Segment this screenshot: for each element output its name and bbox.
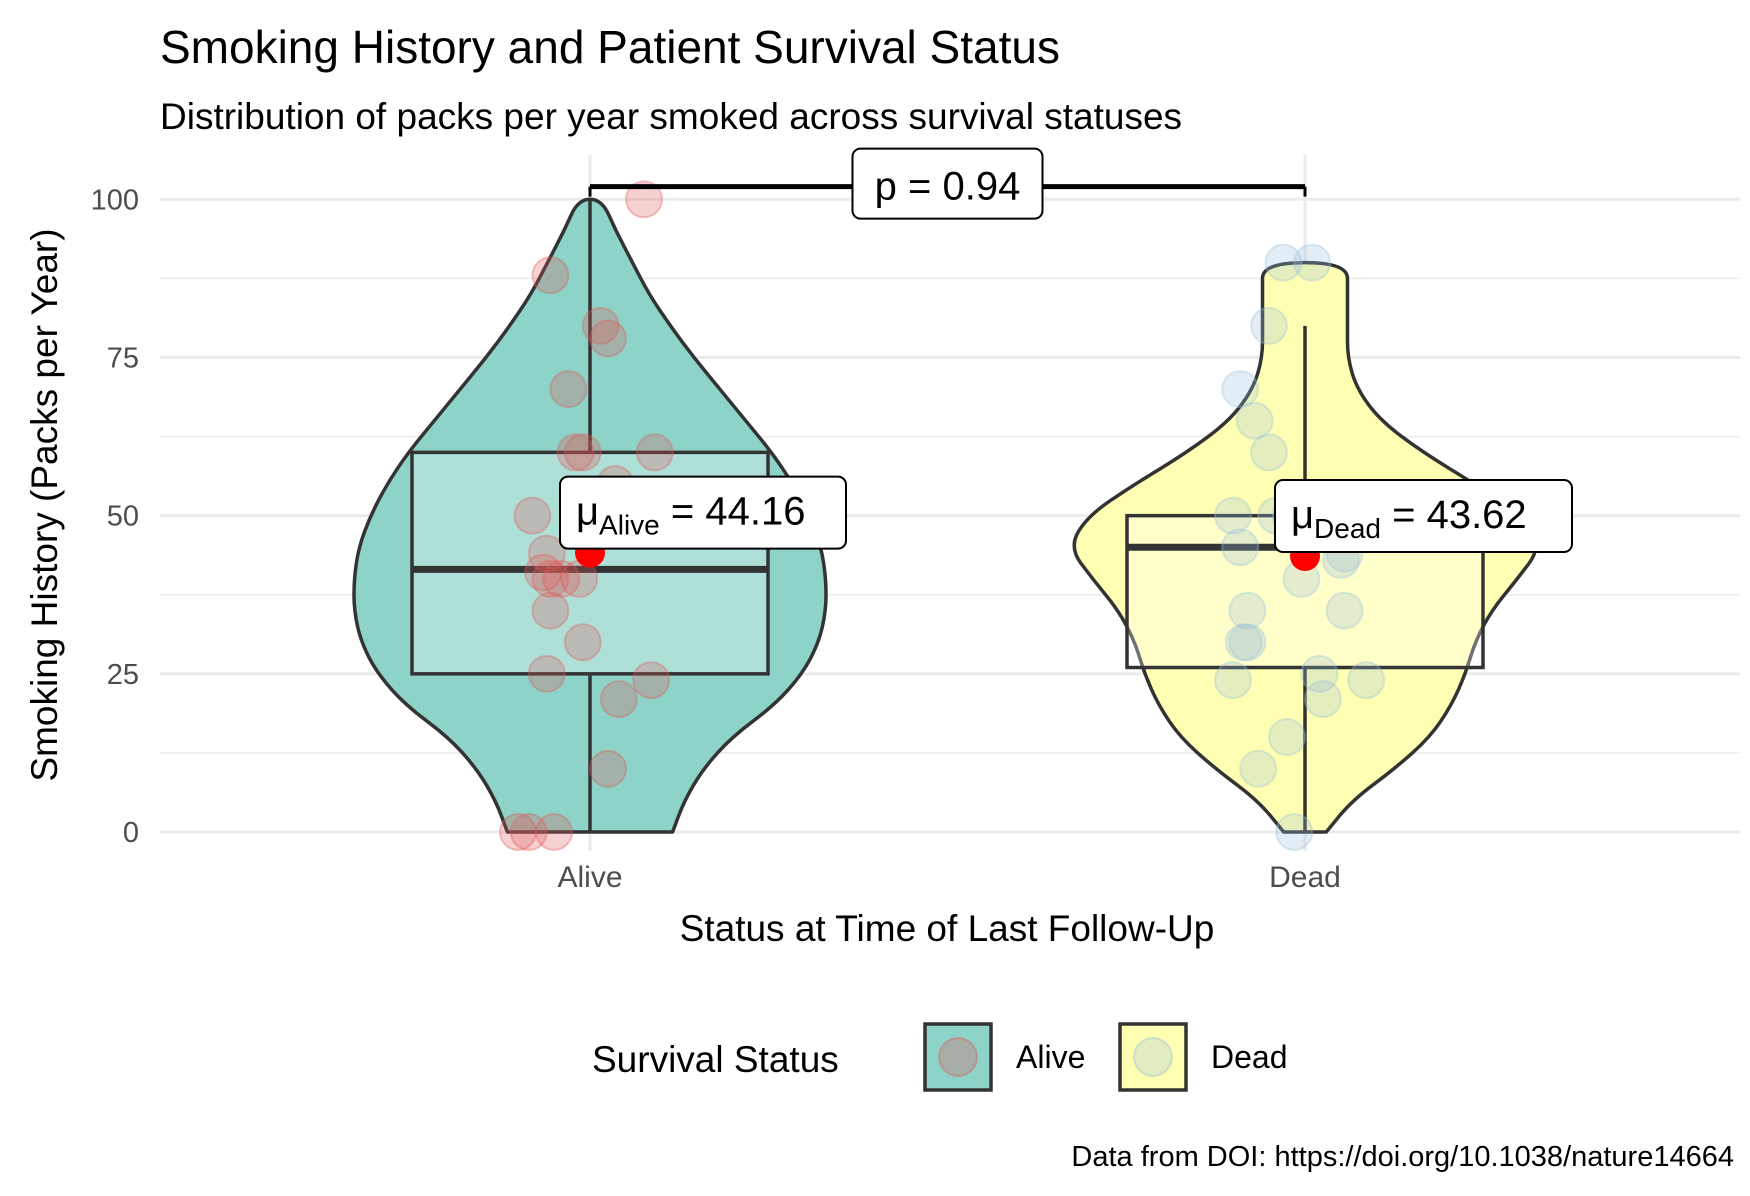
data-point <box>632 661 671 700</box>
data-point <box>1325 591 1364 630</box>
legend-key-alive <box>923 1022 993 1092</box>
data-point <box>1235 401 1274 440</box>
x-tick-label: Alive <box>557 861 622 894</box>
legend-key-dead <box>1118 1022 1188 1092</box>
mean-label-box <box>1274 479 1573 554</box>
data-point <box>1300 654 1339 693</box>
data-point <box>1239 749 1278 788</box>
y-tick-label: 0 <box>123 817 139 849</box>
caption: Data from DOI: https://doi.org/10.1038/n… <box>1071 1141 1734 1173</box>
data-point <box>1250 306 1288 345</box>
legend: Survival Status Alive Dead <box>592 1022 1288 1092</box>
chart-title: Smoking History and Patient Survival Sta… <box>160 21 1060 73</box>
legend-title: Survival Status <box>592 1039 839 1080</box>
data-point <box>1228 623 1267 662</box>
legend-point-alive <box>938 1037 978 1077</box>
data-point <box>1293 243 1332 282</box>
x-axis-title: Status at Time of Last Follow-Up <box>680 908 1215 949</box>
comparison-bracket: p = 0.94 <box>588 147 1307 220</box>
data-point <box>625 180 663 219</box>
data-point <box>1221 370 1260 409</box>
legend-point-dead <box>1133 1037 1173 1077</box>
data-point <box>509 813 548 852</box>
data-point <box>499 813 537 852</box>
data-point <box>563 623 602 662</box>
data-point <box>527 654 566 693</box>
data-point <box>524 553 563 592</box>
chart-subtitle: Distribution of packs per year smoked ac… <box>160 96 1182 137</box>
data-point <box>1304 680 1342 719</box>
data-point <box>1224 623 1263 662</box>
data-point <box>1264 243 1303 282</box>
y-tick-label: 75 <box>107 342 139 374</box>
data-point <box>1221 528 1260 567</box>
mean-label: μDead = 43.62 <box>1291 493 1527 544</box>
y-tick-label: 100 <box>91 184 139 216</box>
y-tick-label: 50 <box>107 501 139 533</box>
data-point <box>1228 591 1267 630</box>
x-tick-label: Dead <box>1269 861 1341 894</box>
y-tick-label: 25 <box>107 659 139 691</box>
data-point <box>513 496 552 535</box>
data-point <box>1214 661 1252 700</box>
data-point <box>1214 496 1252 535</box>
mean-markers: μAlive = 44.16 μDead = 43.62 <box>559 475 1573 572</box>
data-point <box>556 433 595 472</box>
data-point <box>527 534 566 573</box>
mean-label: μAlive = 44.16 <box>576 490 805 541</box>
p-value-box <box>851 147 1044 220</box>
data-point <box>1250 433 1288 472</box>
legend-label: Dead <box>1211 1039 1288 1075</box>
data-point <box>542 559 581 598</box>
p-value-label: p = 0.94 <box>875 165 1021 209</box>
data-point <box>1347 661 1386 700</box>
data-point <box>1275 813 1314 852</box>
mean-label-box <box>559 475 847 550</box>
data-point <box>581 306 620 345</box>
data-point <box>531 559 570 598</box>
data-point <box>549 370 588 409</box>
data-point <box>1268 718 1306 757</box>
data-point <box>599 680 638 719</box>
legend-label: Alive <box>1016 1039 1085 1075</box>
data-point <box>531 256 570 295</box>
data-point <box>635 433 674 472</box>
data-point <box>563 433 602 472</box>
y-axis-title: Smoking History (Packs per Year) <box>24 228 65 781</box>
data-point <box>535 813 573 852</box>
data-point <box>589 319 627 358</box>
data-point <box>589 749 627 788</box>
data-point <box>531 591 570 630</box>
